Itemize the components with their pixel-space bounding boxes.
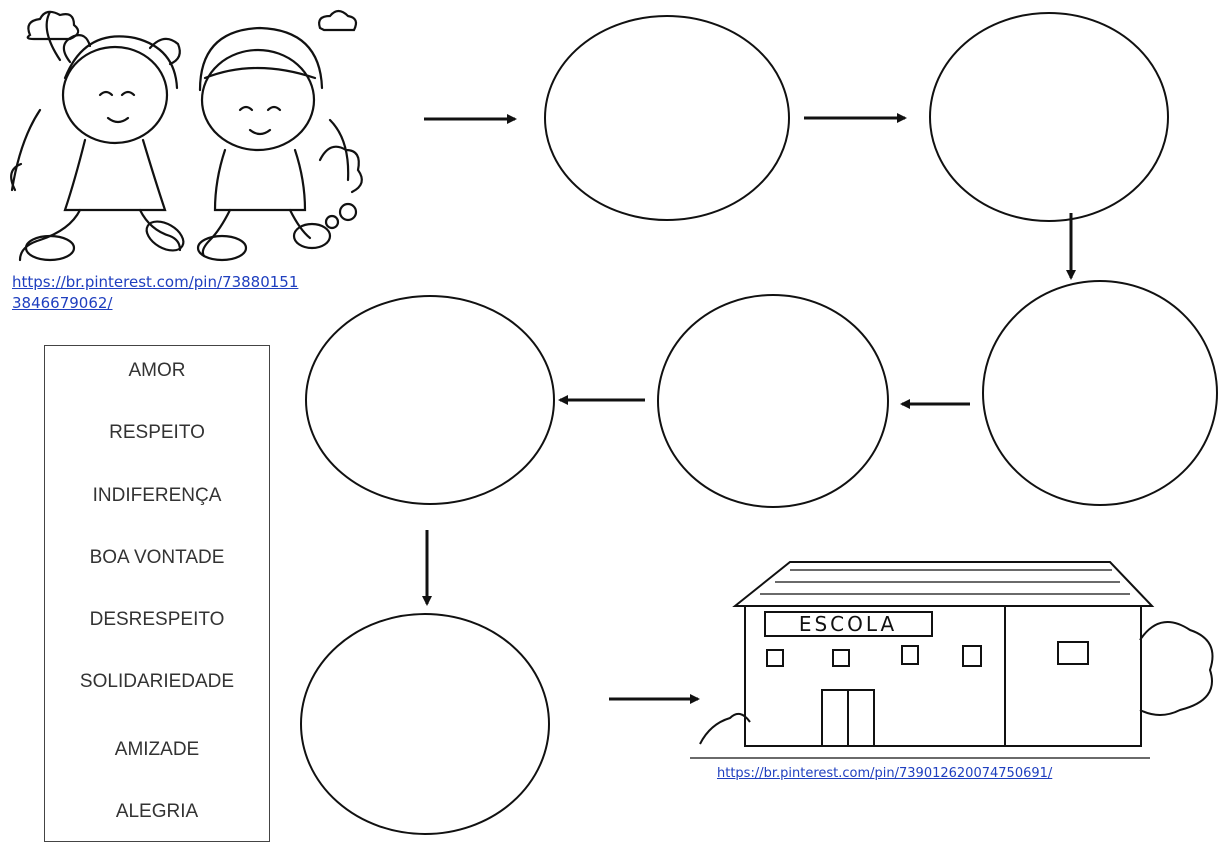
word-bank-item: AMIZADE [114, 739, 200, 760]
blank-circle-2[interactable] [929, 12, 1169, 222]
blank-circle-6[interactable] [300, 613, 550, 835]
word-bank-box: AMOR RESPEITO INDIFERENÇA BOA VONTADE DE… [44, 345, 270, 842]
blank-circle-5[interactable] [305, 295, 555, 505]
kids-illustration [10, 9, 363, 262]
blank-circle-3[interactable] [982, 280, 1218, 506]
blank-circle-1[interactable] [544, 15, 790, 221]
school-image-source-link[interactable]: https://br.pinterest.com/pin/73901262007… [717, 766, 1053, 781]
word-bank-item: DESRESPEITO [89, 609, 225, 630]
word-bank-item: INDIFERENÇA [92, 485, 222, 506]
word-bank-item: AMOR [128, 360, 186, 381]
kids-image-source-link[interactable]: https://br.pinterest.com/pin/73880151 38… [12, 272, 382, 314]
kids-link-line1: https://br.pinterest.com/pin/73880151 [12, 273, 299, 291]
school-sign: ESCOLA [799, 612, 897, 636]
word-bank-item: RESPEITO [109, 422, 205, 443]
word-bank-item: ALEGRIA [115, 801, 199, 822]
word-bank-item: SOLIDARIEDADE [79, 671, 235, 692]
word-bank-item: BOA VONTADE [89, 547, 225, 568]
school-illustration: ESCOLA [690, 561, 1214, 759]
kids-link-line2: 3846679062/ [12, 294, 113, 312]
blank-circle-4[interactable] [657, 294, 889, 508]
